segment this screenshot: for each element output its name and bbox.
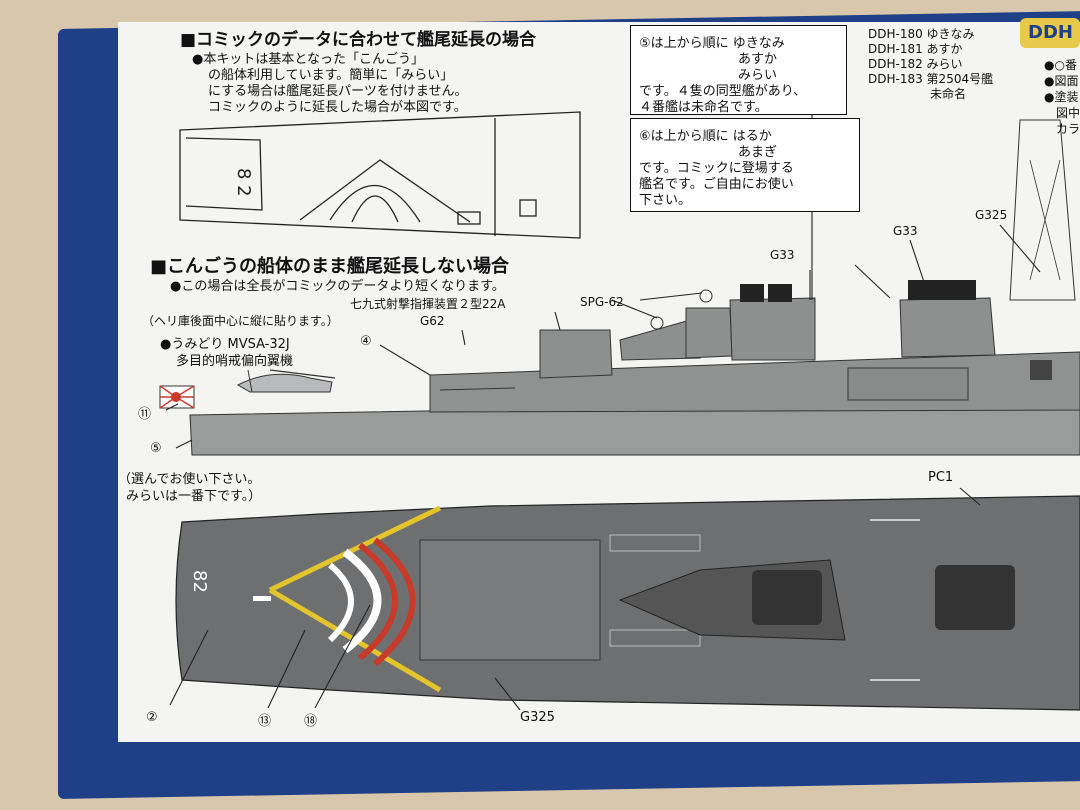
- label-pc1: PC1: [928, 470, 954, 485]
- part-2-marker: ②: [146, 710, 158, 725]
- callout-6-line: ⑥は上から順に はるか: [639, 129, 772, 144]
- callout-5-line: ４番艦は未命名です。: [639, 100, 768, 115]
- label-g325-top: G325: [975, 208, 1008, 222]
- label-fire-control: 七九式射撃指揮装置２型22A: [350, 297, 506, 311]
- ddh-row: DDH-183 第2504号艦: [868, 72, 994, 86]
- side-fragment: ●図面: [1044, 74, 1079, 88]
- comic-tail-note-line: コミックのように延長した場合が本図です。: [208, 100, 467, 115]
- comic-tail-note-line: の船体利用しています。簡単に「みらい」: [208, 68, 454, 83]
- side-fragment: ●塗装: [1044, 90, 1079, 104]
- comic-tail-note-line: にする場合は艦尾延長パーツを付けません。: [208, 84, 468, 99]
- part-4-marker: ④: [360, 334, 372, 349]
- part-13-marker: ⑬: [258, 714, 272, 729]
- callout-6-line: 艦名です。ご自由にお使い: [639, 177, 794, 192]
- comic-tail-note-line: ●本キットは基本となった「こんごう」: [192, 52, 424, 67]
- label-spg62: SPG-62: [580, 295, 624, 309]
- ddh-row: 未命名: [930, 87, 967, 101]
- callout-6-line: あまぎ: [738, 145, 778, 160]
- ddh-row: DDH-180 ゆきなみ: [868, 27, 975, 41]
- hull-number-deck: 82: [189, 570, 210, 593]
- choose-note-2: みらいは一番下です。）: [126, 489, 262, 504]
- part-5-marker: ⑤: [150, 441, 162, 456]
- no-extend-note: ●この場合は全長がコミックのデータより短くなります。: [170, 279, 505, 294]
- callout-box-5: ⑤は上から順に ゆきなみ あすか みらい です。４隻の同型艦があり、 ４番艦は未…: [630, 25, 847, 115]
- ddh-badge: DDH: [1020, 18, 1080, 48]
- callout-6-line: 下さい。: [639, 193, 692, 208]
- label-g33-right: G33: [893, 224, 918, 238]
- ddh-badge-label: DDH: [1028, 22, 1073, 43]
- no-extend-title: ■こんごうの船体のまま艦尾延長しない場合: [150, 256, 510, 277]
- label-g62: G62: [420, 314, 445, 328]
- label-g325-bottom: G325: [520, 710, 555, 725]
- hull-number-top: 8 2: [233, 168, 254, 197]
- heli-hangar-note: （ヘリ庫後面中心に縦に貼ります。）: [142, 314, 339, 328]
- comic-tail-title: ■コミックのデータに合わせて艦尾延長の場合: [180, 30, 537, 50]
- side-fragment: カラ: [1056, 122, 1080, 136]
- callout-6-line: です。コミックに登場する: [639, 161, 794, 176]
- callout-5-line: あすか: [738, 52, 778, 67]
- callout-5-line: ⑤は上から順に ゆきなみ: [639, 36, 785, 51]
- choose-note-1: （選んでお使い下さい。: [118, 472, 261, 487]
- ddh-row: DDH-181 あすか: [868, 42, 963, 56]
- side-fragment: ●○番: [1044, 58, 1077, 72]
- label-g33-left: G33: [770, 248, 795, 262]
- ship-side-profile: [159, 119, 1080, 456]
- umidori-sub: 多目的哨戒偏向翼機: [176, 354, 294, 369]
- part-18-marker: ⑱: [304, 714, 318, 729]
- stern-outline-top-view: [179, 111, 581, 239]
- callout-5-line: です。４隻の同型艦があり、: [639, 84, 807, 99]
- ddh-row: DDH-182 みらい: [868, 57, 963, 71]
- side-fragment: 図中: [1056, 106, 1080, 120]
- callout-box-6: ⑥は上から順に はるか あまぎ です。コミックに登場する 艦名です。ご自由にお使…: [630, 118, 860, 212]
- callout-5-line: みらい: [738, 68, 778, 83]
- umidori-label: ●うみどり MVSA-32J: [160, 337, 290, 352]
- part-11-marker: ⑪: [138, 407, 152, 422]
- ship-deck-plan: [175, 495, 1080, 711]
